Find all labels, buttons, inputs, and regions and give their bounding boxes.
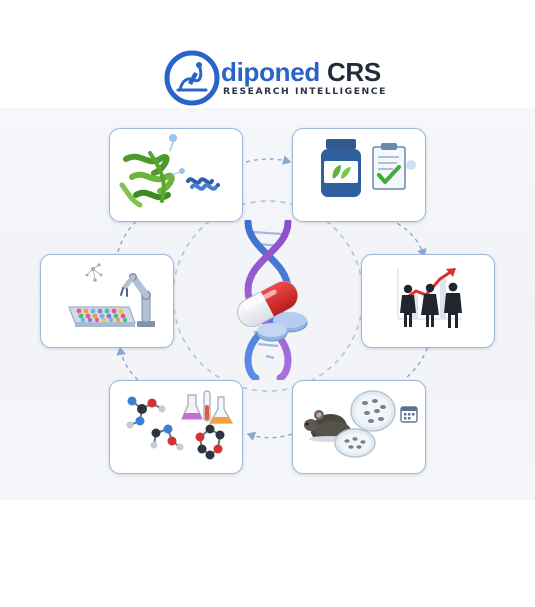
brand-tagline: RESEARCH INTELLIGENCE	[223, 86, 387, 97]
arrow-preclinical-to-chemistry	[246, 431, 293, 441]
molecules-flasks-icon	[126, 390, 234, 460]
brand-name-primary: diponed	[221, 57, 320, 87]
arrow-protein-to-formulation	[245, 155, 292, 165]
arrow-clinical-to-preclinical	[405, 339, 431, 379]
stage-card-clinical	[361, 254, 495, 348]
mouse-petri-dish-icon	[304, 390, 418, 458]
logo-mark-icon	[164, 50, 220, 106]
stage-card-chemistry	[109, 380, 243, 474]
brand-name-suffix: CRS	[326, 57, 381, 87]
stage-card-protein	[109, 128, 243, 222]
arrow-formulation-to-clinical	[389, 219, 427, 258]
protein-structure-icon	[119, 134, 220, 208]
dna-capsule-pills-icon	[237, 220, 308, 380]
stage-card-screening	[40, 254, 174, 348]
medicine-bottle-checklist-icon	[321, 139, 416, 197]
company-logo: diponed CRS RESEARCH INTELLIGENCE	[164, 48, 385, 106]
robot-arm-well-plate-icon	[68, 263, 155, 327]
stage-card-preclinical	[292, 380, 426, 474]
arrow-screening-to-protein	[117, 217, 141, 253]
people-growth-chart-icon	[397, 268, 462, 328]
brand-name: diponed CRS	[221, 57, 381, 88]
arrow-chemistry-to-screening	[116, 346, 139, 381]
stage-card-formulation	[292, 128, 426, 222]
